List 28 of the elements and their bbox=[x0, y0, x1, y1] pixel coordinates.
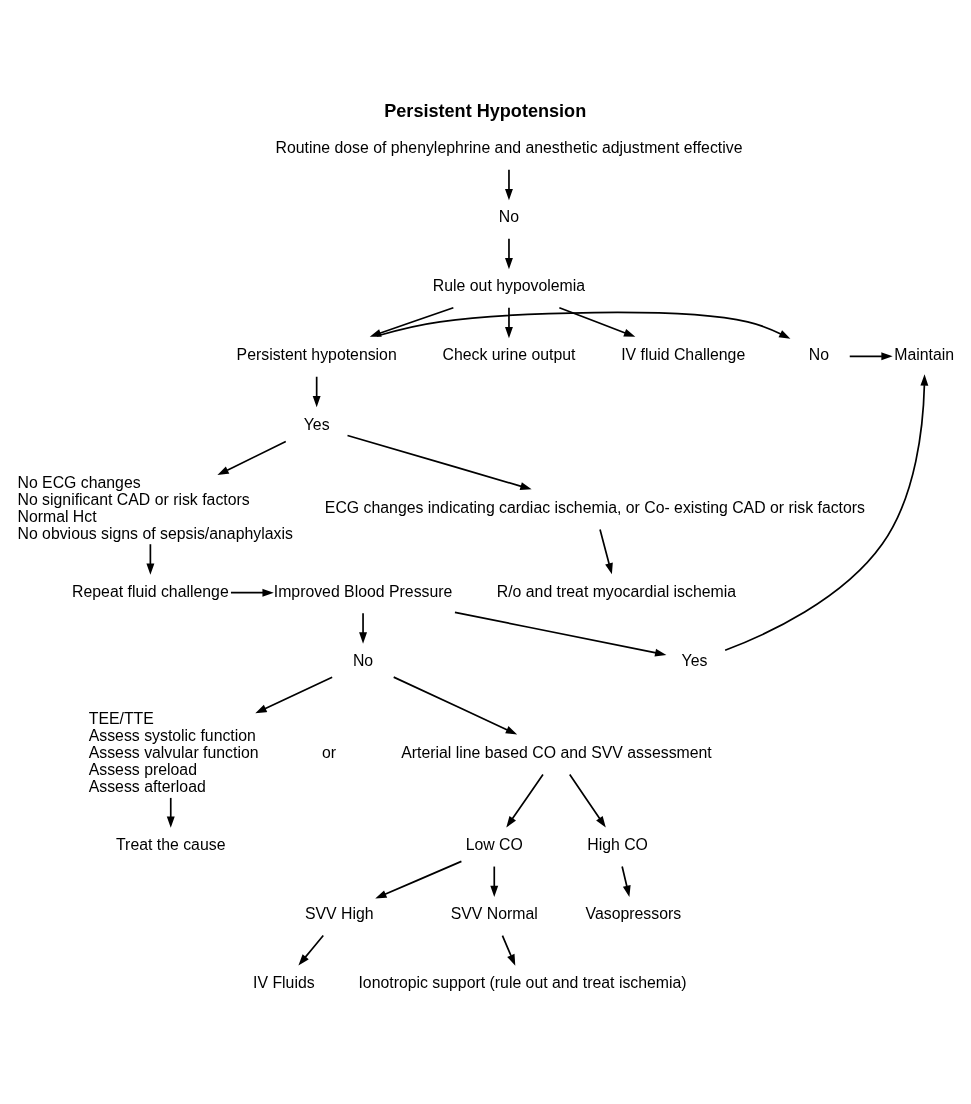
node-text: IV Fluids bbox=[253, 974, 315, 992]
node-text: Arterial line based CO and SVV assessment bbox=[401, 744, 712, 762]
node-text: Repeat fluid challenge bbox=[72, 582, 229, 600]
node-text: TEE/TTE Assess systolic function Assess valvular function Assess preload Assess afterload bbox=[88, 710, 259, 796]
node-text: Ionotropic support (rule out and treat ischemia) bbox=[358, 974, 687, 992]
node-text: Routine dose of phenylephrine and anesthetic adjustment effective bbox=[275, 139, 743, 157]
node-text: ECG changes indicating cardiac ischemia, or Co- existing CAD or risk factors bbox=[324, 499, 865, 517]
node-text: Vasopressors bbox=[585, 905, 682, 923]
node-text: No bbox=[498, 208, 520, 226]
node-text: R/o and treat myocardial ischemia bbox=[496, 582, 737, 600]
node-text: Maintain bbox=[894, 346, 955, 364]
node-text: Yes bbox=[681, 651, 708, 669]
diagram-title: Persistent Hypotension bbox=[384, 101, 587, 122]
node-text: Rule out hypovolemia bbox=[432, 277, 586, 295]
node-text: Yes bbox=[303, 415, 330, 433]
node-text: No ECG changes No significant CAD or risk factors Normal Hct No obvious signs of sepsis/anaphylaxis bbox=[17, 473, 293, 542]
node-text: Low CO bbox=[465, 836, 523, 854]
node-text: Check urine output bbox=[442, 346, 576, 364]
node-text: Persistent hypotension bbox=[236, 346, 397, 364]
node-text: Treat the cause bbox=[116, 836, 226, 854]
node-text: SVV Normal bbox=[450, 905, 538, 923]
node-text: SVV High bbox=[304, 905, 374, 923]
node-text: High CO bbox=[587, 836, 648, 854]
label: or bbox=[322, 744, 337, 762]
node-text: No bbox=[352, 651, 374, 669]
node-text: No bbox=[808, 346, 830, 364]
node-text: Improved Blood Pressure bbox=[273, 582, 453, 600]
node-text: IV fluid Challenge bbox=[621, 346, 746, 364]
